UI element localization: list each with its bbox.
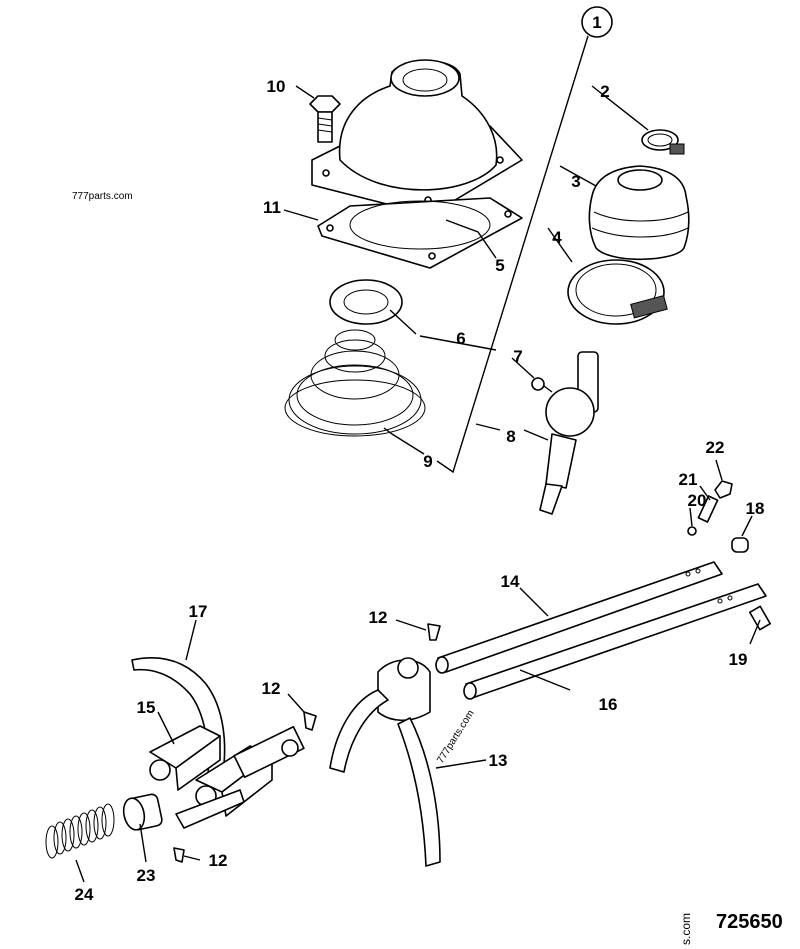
callout-10: 10: [267, 77, 286, 96]
spring-part: [284, 329, 426, 437]
reference-number: 725650: [716, 911, 783, 933]
screw-part: [697, 480, 733, 523]
gasket-part: [317, 197, 523, 269]
callout-22: 22: [706, 438, 725, 457]
callout-4: 4: [552, 228, 562, 247]
selector-rod-upper-part: [435, 561, 723, 674]
selector-block-part: [149, 725, 305, 829]
ball-part: [687, 526, 697, 536]
bracket-line: [436, 35, 589, 474]
bush-part: [122, 793, 163, 831]
callout-8: 8: [506, 427, 515, 446]
callout-3: 3: [571, 172, 580, 191]
leader-lines: [75, 85, 761, 883]
cap-part: [731, 537, 749, 553]
callout-9: 9: [423, 452, 432, 471]
callout-14: 14: [501, 572, 520, 591]
callout-circle-1: [581, 6, 613, 38]
callout-2: 2: [600, 82, 609, 101]
callout-5: 5: [495, 256, 504, 275]
set-screw-part: [749, 605, 771, 631]
selector-rod-lower-part: [463, 583, 767, 700]
callout-12-upper: 12: [369, 608, 388, 627]
seal-part: [329, 279, 403, 325]
stud-part: [303, 711, 317, 731]
callout-1: 1: [592, 13, 601, 32]
watermark-side: s.com: [679, 913, 693, 945]
callout-20: 20: [688, 491, 707, 510]
callout-6: 6: [456, 329, 465, 348]
selector-fork-13-part: [329, 657, 441, 867]
clip-small-part: [641, 129, 685, 155]
pin-part: [531, 377, 553, 393]
callout-19: 19: [729, 650, 748, 669]
callout-12-middle: 12: [262, 679, 281, 698]
watermark-top: 777parts.com: [72, 191, 133, 202]
callout-15: 15: [137, 698, 156, 717]
callout-group-1: 1: [436, 6, 613, 474]
callout-23: 23: [137, 866, 156, 885]
callout-labels: 2 3 4 5 6 7 8 9 10 11 12 12 12 13 14 15 …: [75, 77, 765, 904]
callout-13: 13: [489, 751, 508, 770]
callout-12-lower: 12: [209, 851, 228, 870]
callout-21: 21: [679, 470, 698, 489]
bolt-part: [309, 95, 341, 143]
callout-7: 7: [513, 347, 522, 366]
clip-large-part: [567, 259, 668, 325]
stud-part: [427, 623, 441, 641]
coil-spring-part: [45, 803, 115, 859]
callout-11: 11: [263, 198, 281, 217]
boot-part: [588, 165, 690, 261]
watermark-mid: 777parts.com: [435, 708, 476, 765]
callout-24: 24: [75, 885, 94, 904]
callout-18: 18: [746, 499, 765, 518]
callout-16: 16: [599, 695, 618, 714]
stud-part: [173, 847, 185, 863]
gaiter-housing-part: [311, 59, 523, 216]
gear-lever-part: [539, 351, 599, 515]
callout-17: 17: [189, 602, 208, 621]
